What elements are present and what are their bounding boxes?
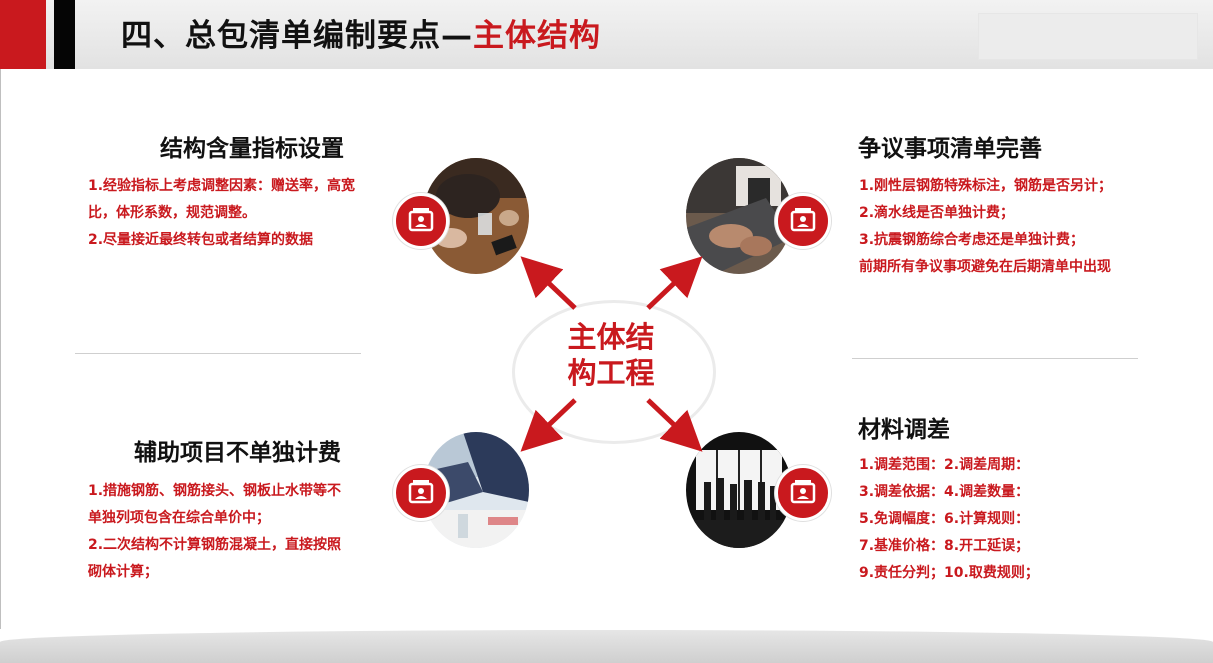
- header-placeholder-box: [978, 13, 1198, 60]
- page-title-prefix: 四、总包清单编制要点—: [121, 18, 473, 54]
- list-item: 单独列项包含在综合单价中；: [88, 510, 270, 526]
- list-item: 1.调差范围：2.调差周期：: [859, 457, 1030, 473]
- header-red-block: [0, 0, 46, 69]
- header-black-block: [54, 0, 75, 69]
- list-item: 1.措施钢筋、钢筋接头、钢板止水带等不: [88, 483, 342, 499]
- diagonal-arrow-icon: [520, 256, 577, 310]
- list-item: 2.二次结构不计算钢筋混凝土，直接按照: [88, 537, 342, 553]
- list-item: 5.免调幅度：6.计算规则：: [859, 511, 1030, 527]
- list-item: 2.尽量接近最终转包或者结算的数据: [88, 232, 314, 248]
- left-border-line: [0, 69, 1, 629]
- page-title: 四、总包清单编制要点—主体结构: [121, 10, 601, 55]
- silhouettes-window-photo: [686, 432, 792, 548]
- header-bar: 四、总包清单编制要点—主体结构: [0, 0, 1213, 69]
- list-item: 2.滴水线是否单独计费；: [859, 205, 1015, 221]
- section-title-top-left: 结构含量指标设置: [160, 136, 344, 162]
- center-label-line1: 主体结: [567, 320, 655, 354]
- diagonal-arrow-icon: [646, 398, 703, 452]
- list-item: 3.抗震钢筋综合考虑还是单独计费；: [859, 232, 1085, 248]
- center-label-line2: 构工程: [567, 356, 655, 390]
- list-item: 1.刚性层钢筋特殊标注，钢筋是否另计；: [859, 178, 1113, 194]
- section-title-top-right: 争议事项清单完善: [858, 136, 1042, 162]
- person-card-icon: [393, 465, 449, 521]
- list-item: 比，体形系数，规范调整。: [88, 205, 256, 221]
- section-list-bottom-left: 1.措施钢筋、钢筋接头、钢板止水带等不 单独列项包含在综合单价中； 2.二次结构…: [88, 478, 378, 586]
- section-title-bottom-right: 材料调差: [858, 417, 950, 443]
- list-item: 7.基准价格：8.开工延误；: [859, 538, 1030, 554]
- section-title-bottom-left: 辅助项目不单独计费: [134, 440, 341, 466]
- list-item: 1.经验指标上考虑调整因素：赠送率，高宽: [88, 178, 356, 194]
- section-list-top-right: 1.刚性层钢筋特殊标注，钢筋是否另计； 2.滴水线是否单独计费； 3.抗震钢筋综…: [859, 173, 1179, 281]
- divider-right: [852, 358, 1138, 359]
- section-list-top-left: 1.经验指标上考虑调整因素：赠送率，高宽 比，体形系数，规范调整。 2.尽量接近…: [88, 173, 378, 254]
- person-card-icon: [775, 193, 831, 249]
- footer-band: [0, 630, 1213, 663]
- list-item: 9.责任分判；10.取费规则；: [859, 565, 1039, 581]
- section-list-bottom-right: 1.调差范围：2.调差周期： 3.调差依据：4.调差数量： 5.免调幅度：6.计…: [859, 452, 1179, 587]
- page-title-accent: 主体结构: [473, 18, 601, 54]
- divider-left: [75, 353, 361, 354]
- list-item: 砌体计算；: [88, 564, 158, 580]
- list-item: 3.调差依据：4.调差数量：: [859, 484, 1030, 500]
- list-item: 前期所有争议事项避免在后期清单中出现: [859, 259, 1111, 275]
- person-card-icon: [775, 465, 831, 521]
- person-card-icon: [393, 193, 449, 249]
- diagonal-arrow-icon: [646, 256, 703, 310]
- diagonal-arrow-icon: [520, 398, 577, 452]
- center-label: 主体结 构工程: [541, 319, 681, 391]
